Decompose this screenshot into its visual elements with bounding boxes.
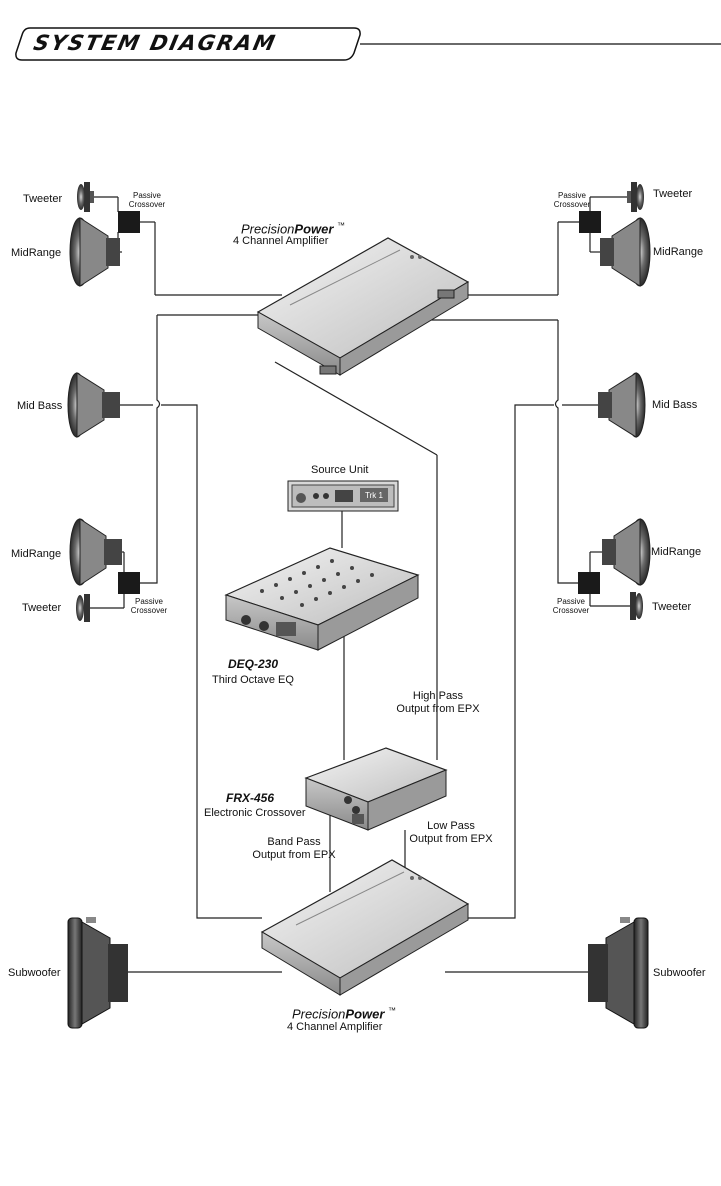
source-unit-icon: Trk 1 <box>287 480 399 512</box>
top-amplifier-icon <box>256 237 470 376</box>
wiring <box>88 196 632 973</box>
midbass-left-icon <box>67 372 120 438</box>
bottom-amplifier-brand: PrecisionPower ™ <box>291 1006 397 1022</box>
midbass-right-icon <box>598 372 646 438</box>
midrange-mid-left-label: MidRange <box>11 548 62 560</box>
midrange-mid-right-icon <box>602 518 651 586</box>
top-amplifier-brand: PrecisionPower ™ <box>240 221 346 237</box>
bottom-amplifier-subtitle: 4 Channel Amplifier <box>287 1021 383 1033</box>
tweeter-top-right-label: Tweeter <box>653 188 693 200</box>
subwoofer-right-icon <box>588 917 649 1029</box>
tweeter-top-left-label: Tweeter <box>23 193 63 205</box>
source-display: Trk 1 <box>365 491 383 500</box>
title-banner <box>15 27 361 61</box>
eq-subtitle: Third Octave EQ <box>212 674 294 686</box>
tweeter-mid-left-icon <box>76 594 90 622</box>
page-title: SYSTEM DIAGRAM <box>31 31 279 55</box>
midrange-mid-left-icon <box>69 518 122 586</box>
midrange-top-left-label: MidRange <box>11 247 62 259</box>
subwoofer-right-label: Subwoofer <box>653 967 706 979</box>
tweeter-top-left-icon <box>77 182 94 212</box>
crossover-unit-icon <box>304 747 448 831</box>
passive-crossover-top-right <box>579 211 601 233</box>
crossover-model-label: FRX-456 <box>226 791 275 805</box>
subwoofer-left-icon <box>67 917 128 1029</box>
crossover-subtitle: Electronic Crossover <box>204 807 306 819</box>
subwoofer-left-label: Subwoofer <box>8 967 61 979</box>
midrange-top-left-icon <box>69 217 120 287</box>
tweeter-mid-right-icon <box>630 592 643 620</box>
source-unit-label: Source Unit <box>311 464 369 476</box>
midrange-top-right-icon <box>600 217 651 287</box>
bottom-amplifier-icon <box>260 859 470 996</box>
midbass-right-label: Mid Bass <box>652 399 698 411</box>
eq-model-label: DEQ-230 <box>228 657 279 671</box>
midbass-left-label: Mid Bass <box>17 400 63 412</box>
tweeter-mid-left-label: Tweeter <box>22 602 62 614</box>
passive-crossover-top-left <box>118 211 140 233</box>
midrange-top-right-label: MidRange <box>653 246 704 258</box>
tweeter-mid-right-label: Tweeter <box>652 601 692 613</box>
passive-crossover-mid-right <box>578 572 600 594</box>
passive-crossover-mid-left <box>118 572 140 594</box>
top-amplifier-subtitle: 4 Channel Amplifier <box>233 235 329 247</box>
midrange-mid-right-label: MidRange <box>651 546 702 558</box>
tweeter-top-right-icon <box>627 182 644 212</box>
eq-unit-icon <box>224 547 420 651</box>
